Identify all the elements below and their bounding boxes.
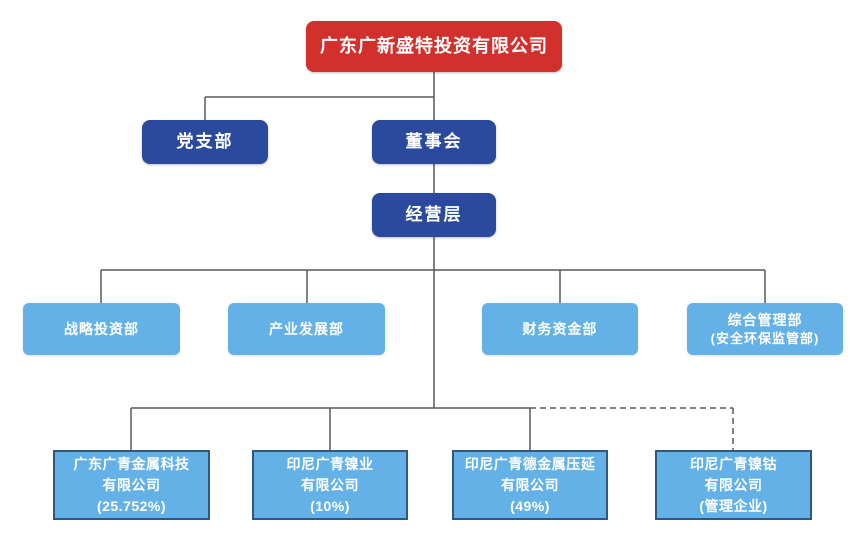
org-node-party-branch: 党支部 xyxy=(142,120,268,164)
subsidiary-name-line1: 印尼广青镍业 xyxy=(286,455,374,472)
org-node-dept-strategic-investment: 战略投资部 xyxy=(23,303,180,355)
root-company-label: 广东广新盛特投资有限公司 xyxy=(320,36,548,57)
org-node-root-company: 广东广新盛特投资有限公司 xyxy=(306,21,562,72)
dept-label: 综合管理部 xyxy=(727,311,803,328)
board-label: 董事会 xyxy=(405,131,463,151)
dept-label: 产业发展部 xyxy=(269,320,344,337)
subsidiary-ownership-note: (25.752%) xyxy=(96,497,167,514)
subsidiary-name-line2: 有限公司 xyxy=(501,476,559,493)
org-node-subsidiary-guangqing-metal-tech: 广东广青金属科技 有限公司 (25.752%) xyxy=(53,450,210,520)
subsidiary-name-line2: 有限公司 xyxy=(102,476,161,493)
org-node-board: 董事会 xyxy=(372,120,496,164)
subsidiary-name-line2: 有限公司 xyxy=(704,476,763,493)
org-node-subsidiary-indonesia-metal-rolling: 印尼广青德金属压延 有限公司 (49%) xyxy=(452,450,608,520)
subsidiary-ownership-note: (49%) xyxy=(510,497,550,514)
subsidiary-name-line1: 印尼广青德金属压延 xyxy=(464,455,596,472)
subsidiary-name-line2: 有限公司 xyxy=(301,476,359,493)
party-branch-label: 党支部 xyxy=(176,131,234,151)
dept-sublabel: (安全环保监管部) xyxy=(710,330,820,346)
subsidiary-ownership-note: (10%) xyxy=(310,497,350,514)
org-node-dept-industry-development: 产业发展部 xyxy=(228,303,385,355)
org-node-subsidiary-indonesia-nickel-cobalt: 印尼广青镍钴 有限公司 (管理企业) xyxy=(655,450,812,520)
org-node-management: 经营层 xyxy=(372,193,496,237)
org-node-dept-finance-treasury: 财务资金部 xyxy=(482,303,638,355)
subsidiary-name-line1: 广东广青金属科技 xyxy=(73,455,190,472)
dept-label: 战略投资部 xyxy=(64,320,139,337)
org-node-subsidiary-indonesia-nickel: 印尼广青镍业 有限公司 (10%) xyxy=(252,450,408,520)
org-node-dept-general-management: 综合管理部 (安全环保监管部) xyxy=(687,303,843,355)
management-label: 经营层 xyxy=(405,204,463,224)
subsidiary-ownership-note: (管理企业) xyxy=(699,497,768,514)
subsidiary-name-line1: 印尼广青镍钴 xyxy=(690,455,777,472)
dept-label: 财务资金部 xyxy=(522,320,598,337)
